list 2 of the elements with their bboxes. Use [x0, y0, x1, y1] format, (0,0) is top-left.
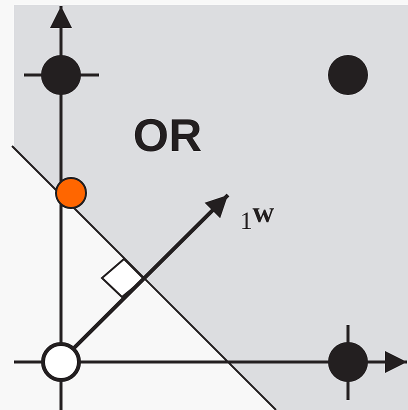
vector-label: $_{1}$w [240, 196, 274, 236]
region-label: OR [133, 108, 202, 162]
